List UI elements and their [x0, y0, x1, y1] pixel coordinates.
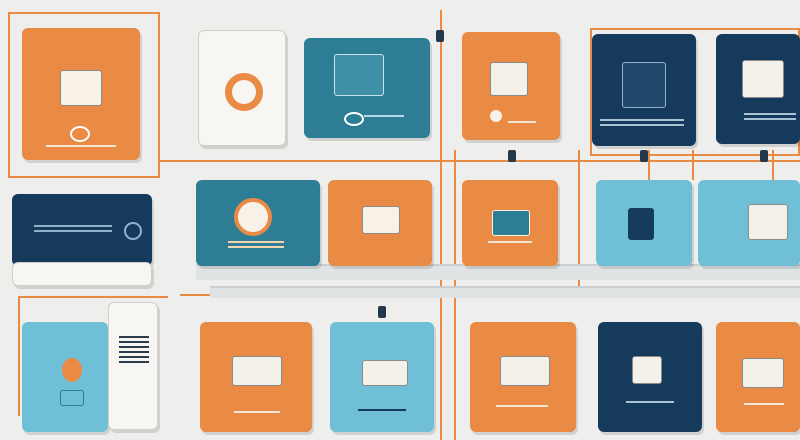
laptop-icon — [362, 206, 400, 234]
wire-clip-3 — [640, 150, 648, 162]
keypad-icon — [490, 62, 528, 96]
card-3[interactable] — [304, 38, 430, 138]
card-15-text-lines — [358, 406, 406, 414]
box-icon — [742, 358, 784, 388]
card-5-text-lines — [600, 116, 684, 129]
tablet-icon — [628, 208, 654, 240]
wire-frame-top — [8, 12, 160, 178]
sign-icon — [60, 390, 84, 406]
card-8-text-lines — [228, 238, 284, 251]
shelf-middle — [210, 286, 800, 298]
server-icon — [500, 356, 550, 386]
monitor-icon — [124, 222, 142, 240]
wire-vertical-4 — [18, 296, 20, 416]
card-4[interactable] — [462, 32, 560, 140]
card-4-text-lines — [508, 118, 536, 126]
router-icon — [492, 210, 530, 236]
wire-vertical-1 — [440, 10, 442, 440]
card-18-text-lines — [744, 400, 784, 408]
card-7-text-lines — [34, 222, 112, 235]
card-11[interactable] — [596, 180, 692, 266]
receiver-icon — [362, 360, 408, 386]
card-1[interactable] — [22, 28, 140, 160]
gear-ring-icon — [225, 73, 263, 111]
card-8[interactable] — [196, 180, 320, 266]
modem-icon — [232, 356, 282, 386]
card-14-text-lines — [234, 408, 280, 416]
wire-horizontal-3 — [18, 296, 168, 298]
card-13-paper — [108, 302, 158, 430]
status-dot-icon — [490, 110, 502, 122]
card-16-text-lines — [496, 402, 548, 410]
card-13-text-lines — [119, 333, 149, 366]
wire-clip-5 — [378, 306, 386, 318]
card-18[interactable] — [716, 322, 800, 432]
card-1-text-lines — [46, 142, 116, 150]
wire-vertical-7 — [648, 150, 650, 180]
wire-clip-1 — [436, 30, 444, 42]
card-17[interactable] — [598, 322, 702, 432]
camera-icon — [632, 356, 662, 384]
card-5[interactable] — [592, 34, 696, 146]
card-9[interactable] — [328, 180, 432, 266]
card-3-text-lines — [364, 112, 404, 120]
wire-clip-2 — [508, 150, 516, 162]
card-15[interactable] — [330, 322, 434, 432]
wire-horizontal-1 — [160, 160, 800, 162]
sensor-icon — [344, 112, 364, 126]
wire-clip-4 — [760, 150, 768, 162]
card-13[interactable] — [22, 322, 108, 432]
network-icon — [70, 126, 90, 142]
card-2[interactable] — [198, 30, 286, 146]
card-7-base — [12, 262, 152, 286]
wire-vertical-5 — [772, 150, 774, 180]
card-6-text-lines — [744, 110, 796, 123]
grid-panel-icon — [622, 62, 666, 108]
card-6[interactable] — [716, 34, 800, 144]
card-10[interactable] — [462, 180, 558, 266]
gear-icon — [234, 198, 272, 236]
plant-icon — [62, 358, 82, 382]
card-10-text-lines — [488, 238, 532, 246]
card-12[interactable] — [698, 180, 800, 266]
card-7[interactable] — [12, 194, 152, 266]
device-icon — [742, 60, 784, 98]
shelf-upper — [196, 264, 800, 280]
card-14[interactable] — [200, 322, 312, 432]
printer-icon — [748, 204, 788, 240]
card-16[interactable] — [470, 322, 576, 432]
card-17-text-lines — [626, 398, 674, 406]
control-panel-icon — [334, 54, 384, 96]
switch-icon — [60, 70, 102, 106]
wire-vertical-6 — [692, 150, 694, 180]
wire-vertical-3 — [578, 150, 580, 290]
